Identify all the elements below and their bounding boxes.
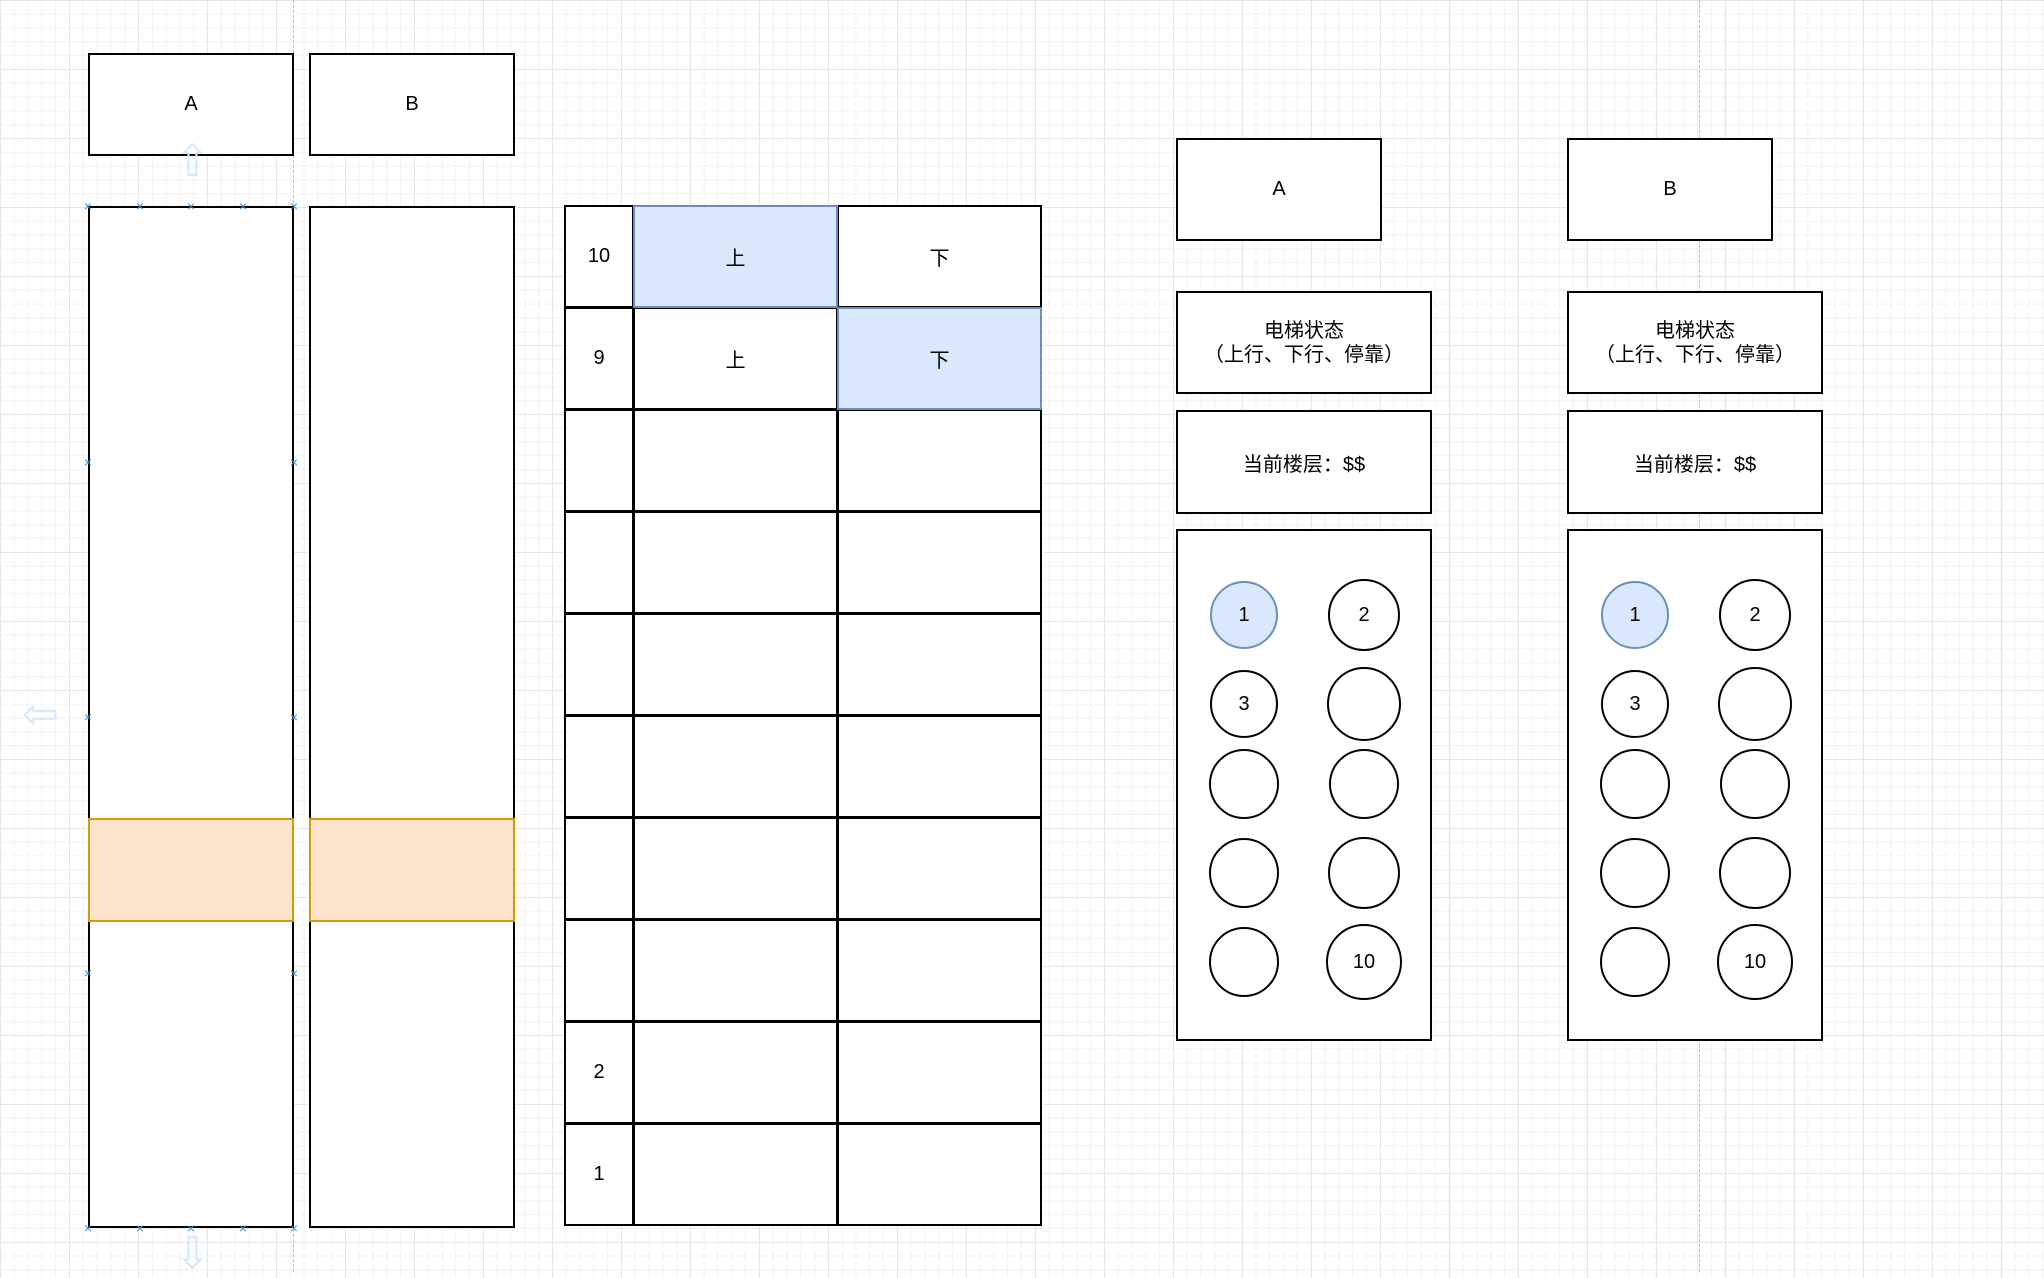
down-call-button[interactable] [837,919,1042,1022]
down-call-button[interactable] [837,817,1042,920]
up-call-button[interactable] [633,919,838,1022]
floor-button[interactable]: 2 [1328,579,1400,651]
floor-button[interactable] [1328,837,1400,909]
selection-handle-icon[interactable]: × [83,1220,93,1236]
shaft-b-label[interactable]: B [309,53,515,156]
floor-button[interactable]: 1 [1210,581,1278,649]
selection-handle-icon[interactable]: × [186,198,196,214]
down-call-button[interactable] [837,511,1042,614]
shaft-b[interactable] [309,206,515,1228]
selection-handle-icon[interactable]: × [83,454,93,470]
floor-number-cell: 1 [564,1123,634,1226]
floor-button[interactable] [1600,749,1670,819]
status-options: （上行、下行、停靠） [1204,343,1404,366]
current-floor-box[interactable]: 当前楼层：$$ [1567,410,1823,514]
elevator-status-box[interactable]: 电梯状态（上行、下行、停靠） [1176,291,1432,394]
floor-number-cell: 2 [564,1021,634,1124]
floor-button[interactable]: 10 [1326,924,1402,1000]
floor-button[interactable] [1327,667,1401,741]
status-title: 电梯状态 [1655,319,1735,342]
up-call-button[interactable]: 上 [633,205,838,308]
selection-handle-icon[interactable]: × [83,198,93,214]
selection-handle-icon[interactable]: × [289,198,299,214]
floor-button[interactable] [1329,749,1399,819]
selection-handle-icon[interactable]: × [135,198,145,214]
floor-button[interactable] [1718,667,1792,741]
up-call-button[interactable] [633,511,838,614]
floor-button[interactable] [1209,838,1279,908]
selection-handle-icon[interactable]: × [289,965,299,981]
floor-number-cell [564,409,634,512]
selection-handle-icon[interactable]: × [238,198,248,214]
selection-handle-icon[interactable]: × [238,1220,248,1236]
floor-button[interactable]: 3 [1210,670,1278,738]
elevator-car-b[interactable] [309,818,515,922]
floor-number-cell [564,919,634,1022]
status-options: （上行、下行、停靠） [1595,343,1795,366]
floor-button[interactable]: 2 [1719,579,1791,651]
selection-handle-icon[interactable]: × [83,965,93,981]
up-call-button[interactable]: 上 [633,307,838,410]
down-call-button[interactable]: 下 [837,307,1042,410]
floor-button[interactable]: 10 [1717,924,1793,1000]
down-call-button[interactable] [837,1021,1042,1124]
floor-button[interactable] [1209,749,1279,819]
down-call-button[interactable] [837,715,1042,818]
shaft-a-label[interactable]: A [88,53,294,156]
down-call-button[interactable]: 下 [837,205,1042,308]
arrow-up-icon: ⇧ [174,137,211,186]
down-call-button[interactable] [837,1123,1042,1226]
floor-number-cell [564,613,634,716]
selection-handle-icon[interactable]: × [135,1220,145,1236]
floor-button[interactable]: 3 [1601,670,1669,738]
floor-button[interactable]: 1 [1601,581,1669,649]
arrow-down-icon: ⇩ [174,1229,211,1278]
up-call-button[interactable] [633,817,838,920]
selection-handle-icon[interactable]: × [186,1220,196,1236]
up-call-button[interactable] [633,613,838,716]
floor-number-cell [564,817,634,920]
up-call-button[interactable] [633,409,838,512]
current-floor-box[interactable]: 当前楼层：$$ [1176,410,1432,514]
arrow-left-icon: ⇦ [22,690,59,739]
up-call-button[interactable] [633,715,838,818]
floor-button[interactable] [1720,749,1790,819]
floor-number-cell: 10 [564,205,634,308]
elevator-status-box[interactable]: 电梯状态（上行、下行、停靠） [1567,291,1823,394]
selection-handle-icon[interactable]: × [289,1220,299,1236]
status-title: 电梯状态 [1264,319,1344,342]
floor-button[interactable] [1600,927,1670,997]
selection-handle-icon[interactable]: × [289,454,299,470]
down-call-button[interactable] [837,613,1042,716]
floor-button[interactable] [1600,838,1670,908]
panel-elevator-label[interactable]: B [1567,138,1773,241]
floor-button[interactable] [1719,837,1791,909]
shaft-a[interactable] [88,206,294,1228]
down-call-button[interactable] [837,409,1042,512]
floor-number-cell [564,511,634,614]
floor-number-cell [564,715,634,818]
up-call-button[interactable] [633,1123,838,1226]
selection-handle-icon[interactable]: × [289,709,299,725]
up-call-button[interactable] [633,1021,838,1124]
floor-number-cell: 9 [564,307,634,410]
elevator-car-a[interactable] [88,818,294,922]
panel-elevator-label[interactable]: A [1176,138,1382,241]
floor-button[interactable] [1209,927,1279,997]
selection-handle-icon[interactable]: × [83,709,93,725]
